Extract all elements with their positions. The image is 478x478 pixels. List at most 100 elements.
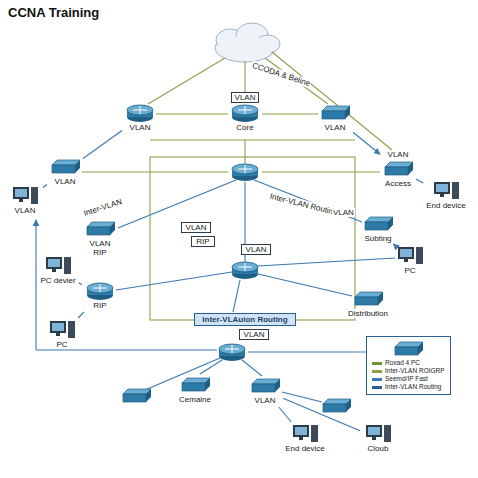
node-label: End device [425, 201, 467, 210]
device-node: VLAN [319, 103, 351, 132]
pc-icon [42, 256, 74, 276]
legend-swatch [372, 370, 382, 373]
device-node: VLAN Access [382, 150, 414, 188]
node-label: RIP [195, 237, 210, 246]
node-label: VLAN [129, 123, 152, 132]
node-label: VLAN [324, 123, 347, 132]
legend-row: Inter-VLAN Routing [372, 383, 445, 391]
router-icon [84, 281, 116, 301]
annotation-label: Inter-VLAN [82, 197, 124, 218]
router-icon [124, 103, 156, 123]
sw-icon [179, 375, 211, 395]
node-label: PC [403, 266, 416, 275]
legend-text: Seemd/IP Fast [385, 375, 428, 383]
legend-text: Inter-VLAN Routing [385, 383, 441, 391]
pc-icon [46, 320, 78, 340]
legend-box: Roxad 4 PCInter-VLAN ROIGRPSeemd/IP Fast… [366, 336, 451, 395]
label-box: VLAN [239, 329, 270, 340]
device-node: VLAN [49, 157, 81, 186]
pc-icon [9, 186, 41, 206]
legend-text: Inter-VLAN ROIGRP [385, 367, 445, 375]
routing-lines [36, 180, 395, 402]
device-node: Distribution [347, 289, 389, 318]
device-node: RIP [84, 281, 116, 310]
sw-icon [319, 103, 351, 123]
network-link [394, 244, 395, 245]
legend-row: Inter-VLAN ROIGRP [372, 367, 445, 375]
device-node: PC [46, 320, 78, 349]
annotation-label: VLAN [332, 208, 355, 217]
network-link [78, 312, 84, 318]
node-label: VLAN [14, 206, 37, 215]
uplink-lines [82, 52, 392, 320]
node-label: Distribution [347, 309, 389, 318]
annotation-label: CCODA & Beline [250, 61, 312, 89]
node-label: RIP [92, 248, 107, 257]
network-link [279, 407, 292, 422]
legend-swatch [372, 378, 382, 381]
pc-icon [362, 424, 394, 444]
router-device [232, 164, 258, 181]
router-icon [229, 103, 261, 123]
node-label: VLAN [89, 239, 112, 248]
device-node: Cemaine [178, 375, 212, 404]
node-label: VLAN [243, 330, 266, 339]
device-node: VLANRIP [84, 219, 116, 257]
node-label: PC devier [39, 276, 76, 285]
node-label: Cemaine [178, 395, 212, 404]
sw-icon [382, 159, 414, 179]
legend-swatch [372, 362, 382, 365]
legend-row: Roxad 4 PC [372, 359, 445, 367]
pc-icon [289, 424, 321, 444]
device-node: Subting [362, 214, 394, 243]
node-label: VLAN [245, 245, 268, 254]
label-box: RIP [191, 236, 214, 247]
cloud-symbol [215, 23, 280, 62]
network-link [79, 283, 82, 285]
network-link [353, 132, 380, 154]
device-node: Cloub [362, 424, 394, 453]
device-node: PC devier [39, 256, 76, 285]
sw-icon [249, 376, 281, 396]
device-node: VLAN [249, 376, 281, 405]
network-link [83, 130, 122, 158]
device-node: VLAN [124, 103, 156, 132]
annotation-label: Inter-VLAN Routing [268, 192, 339, 218]
node-label: VLAN [231, 92, 260, 103]
node-label: VLAN [54, 177, 77, 186]
pc-icon [430, 181, 462, 201]
legend-row: Seemd/IP Fast [372, 375, 445, 383]
sw-icon [84, 219, 116, 239]
device-node: PC [394, 246, 426, 275]
sw-icon [49, 157, 81, 177]
node-label: VLAN [254, 396, 277, 405]
label-box: VLAN [241, 244, 272, 255]
node-label: VLAN [185, 223, 208, 232]
legend-text: Roxad 4 PC [385, 359, 420, 367]
device-node: VLAN [9, 186, 41, 215]
network-link [416, 179, 423, 183]
device-node: VLAN Core [229, 92, 261, 132]
node-label: RIP [92, 301, 107, 310]
sw-icon [362, 214, 394, 234]
node-label: Access [384, 179, 412, 188]
node-label: Cloub [367, 444, 390, 453]
node-label: PC [55, 340, 68, 349]
node-label: VLAN [387, 150, 410, 159]
device-node: End device [425, 181, 467, 210]
diagram-title: CCNA Training [8, 5, 99, 20]
node-label: End device [284, 444, 326, 453]
routing-band: Inter-VLAuion Routing [194, 313, 295, 326]
sw-device [323, 399, 351, 412]
node-label: Core [235, 123, 254, 132]
node-label: Inter-VLAuion Routing [201, 315, 288, 324]
sw-icon [352, 289, 384, 309]
pc-icon [394, 246, 426, 266]
label-box: VLAN [181, 222, 212, 233]
device-node: End device [284, 424, 326, 453]
network-link [43, 185, 47, 188]
legend-swatch [372, 386, 382, 389]
node-label: Subting [363, 234, 392, 243]
sw-icon [392, 339, 424, 359]
